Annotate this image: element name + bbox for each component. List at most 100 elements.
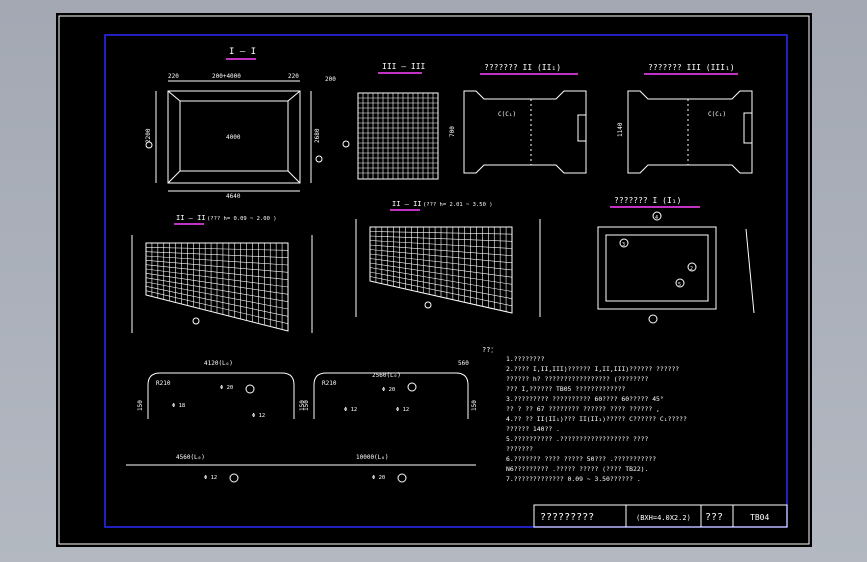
section-2b-horizontal-line	[369, 240, 513, 249]
plan-1-title: ??????? I (I₁)	[614, 196, 681, 205]
rebar-2-dia: Φ 20	[382, 387, 395, 393]
section-2a-title: II — II	[176, 214, 206, 222]
plan-1-mark-2-label: 2	[690, 266, 693, 272]
rebar-2-length: 2560(L₀)	[372, 372, 401, 379]
section-2a-mesh	[145, 243, 289, 331]
dim-2200: 2200	[145, 128, 152, 143]
plan-1-mark-5	[675, 278, 685, 288]
note-line-6: ?? ? ?? 67 ???????? ?????? ???? ?????? ,	[506, 405, 660, 413]
plan-1-mark-bottom	[648, 314, 658, 324]
straight-bar-2-tag	[397, 473, 407, 483]
plan-3-label-c: C(C₁)	[708, 111, 726, 118]
plan-1-view: ??????? I (I₁) 4 3 2 5	[597, 196, 755, 324]
dim-4640: 4640	[226, 193, 241, 200]
rebar-3-dia-b: Φ 12	[396, 407, 409, 413]
straight-bar-1-dia: Φ 12	[204, 475, 217, 481]
dim-200-4000: 200+4000	[212, 73, 241, 80]
section-3-title: III — III	[382, 62, 426, 71]
plan-2-label-c: C(C₁)	[498, 111, 516, 118]
section-2a-horizontal-line	[145, 277, 289, 302]
straight-bar-2-dia: Φ 20	[372, 475, 385, 481]
section-2a-horizontal-line	[145, 290, 289, 324]
drawing-svg: I — I 220 200+4000 220 4000 4640 2200 26…	[58, 15, 810, 545]
section-2b-mesh	[369, 227, 513, 313]
note-line-5: 3.????????? ?????????? 60???? 60????? 45…	[506, 395, 664, 403]
section-2b-horizontal-line	[369, 262, 513, 285]
blue-border	[104, 34, 788, 528]
section-2a-horizontal-line	[145, 268, 289, 288]
section-2a-horizontal-line	[145, 273, 289, 295]
mesh-callout	[342, 140, 350, 148]
straight-bar-1-length: 4560(L₀)	[176, 454, 205, 461]
title-block: ????????? (BXH=4.0X2.2) ??? TB04	[533, 504, 788, 528]
rebar-shape-1	[147, 372, 295, 419]
section-1-view: I — I 220 200+4000 220 4000 4640 2200 26…	[145, 47, 336, 200]
haunch-bl	[167, 170, 181, 184]
note-line-13: 7.????????????? 0.09 ~ 3.50?????? .	[506, 475, 641, 483]
box-inner	[179, 100, 289, 172]
section-2b-horizontal-line	[369, 253, 513, 271]
section-2a-horizontal-line	[145, 281, 289, 310]
plan-2-slot	[577, 114, 587, 142]
plan-1-mark-3	[619, 238, 629, 248]
note-line-8: ?????? 140?? .	[506, 425, 560, 433]
dim-2680: 2680	[314, 128, 321, 143]
section-2b-note: (??? h= 2.01 ~ 3.50 )	[423, 202, 493, 208]
section-2b-horizontal-line	[369, 267, 513, 292]
note-line-3: ?????? h? ????????????????? (????????	[506, 375, 649, 383]
note-line-9: 5.?????????? .?????????????????? ????	[506, 435, 649, 443]
haunch-tr	[287, 90, 301, 102]
callout-left	[145, 141, 153, 149]
section-2b-horizontal-line	[369, 258, 513, 278]
section-2a-horizontal-line	[145, 255, 289, 266]
plan-2-title: ??????? II (II₁)	[484, 63, 561, 72]
section-2a-horizontal-line	[145, 247, 289, 251]
rebar-1-tag	[245, 384, 255, 394]
rebar-1-dia-b: Φ 18	[172, 403, 185, 409]
rebar-2-tag	[407, 382, 417, 392]
section-2b-horizontal-line	[369, 244, 513, 256]
rebar-1-radius: R210	[156, 380, 171, 387]
title-block-frame	[533, 504, 788, 528]
plan-3-view: ??????? III (III₁) 1140 C(C₁)	[617, 63, 753, 174]
outer-frame	[58, 15, 810, 545]
plan-1-side-detail	[745, 228, 755, 314]
rebar-3-dia: Φ 12	[344, 407, 357, 413]
title-block-drawing-no: TB04	[750, 513, 769, 522]
plan-1-mark-4	[652, 211, 662, 221]
rebar-4-dia: Φ 12	[252, 413, 265, 419]
section-2b-title: II — II	[392, 200, 422, 208]
plan-3-slot	[743, 112, 753, 144]
note-line-10: ???????	[506, 445, 533, 453]
note-line-2: 2.???? I,II,III)?????? I,II,III)?????? ?…	[506, 365, 679, 373]
plan-2-outline	[463, 90, 587, 174]
section-2b-horizontal-line	[369, 231, 513, 235]
notes-heading: ??：	[482, 346, 497, 354]
dim-220-left: 220	[168, 73, 179, 80]
rebar-details: 4120(L₀) R210 150 150 Φ 20 Φ 18 2560(L₀)…	[126, 360, 478, 483]
rebar-2-end: 560	[458, 360, 469, 367]
section-2b-horizontal-line	[369, 271, 513, 299]
section-2b-horizontal-line	[369, 235, 513, 242]
note-line-11: 6.??????? ???? ????? 50??? .???????????	[506, 455, 656, 463]
plan-3-title: ??????? III (III₁)	[648, 63, 735, 72]
straight-bar-2-length: 10000(L₀)	[356, 454, 389, 461]
plan-2-view: ??????? II (II₁) 700 C(C₁)	[449, 63, 587, 174]
note-line-4: ??? I,?????? TB05 ?????????????	[506, 385, 625, 393]
plan-1-mark-2	[687, 262, 697, 272]
section-2a-note: (??? h= 0.09 ~ 2.00 )	[207, 216, 277, 222]
section-3-view: III — III	[342, 62, 439, 180]
drawing-canvas[interactable]: I — I 220 200+4000 220 4000 4640 2200 26…	[56, 13, 812, 547]
note-line-12: N6????????? .????? ????? (???? TB22).	[506, 465, 648, 473]
section-2a-horizontal-line	[145, 264, 289, 280]
section-1-title: I — I	[229, 47, 256, 57]
plan-1-mark-5-label: 5	[678, 282, 681, 288]
plan-1-outline	[597, 226, 717, 310]
callout-right	[315, 155, 323, 163]
straight-bar-1-tag	[229, 473, 239, 483]
rebar-1-dia: Φ 20	[220, 385, 233, 391]
dim-700: 700	[449, 126, 456, 137]
rebar-2-leg-right: 150	[471, 400, 478, 411]
plan-1-inner	[605, 234, 709, 302]
